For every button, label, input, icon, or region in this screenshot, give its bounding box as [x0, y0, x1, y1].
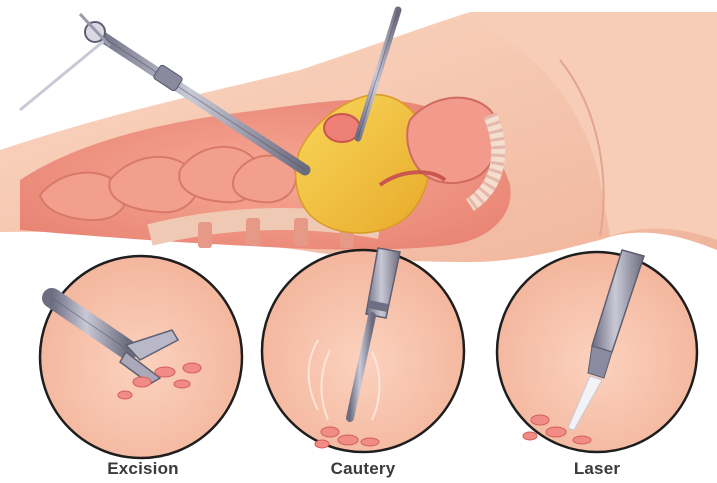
laser-inset	[497, 250, 697, 452]
cautery-inset	[262, 248, 464, 452]
excision-inset	[40, 256, 242, 458]
caption-cautery: Cautery	[288, 459, 438, 479]
caption-laser: Laser	[522, 459, 672, 479]
caption-excision: Excision	[68, 459, 218, 479]
